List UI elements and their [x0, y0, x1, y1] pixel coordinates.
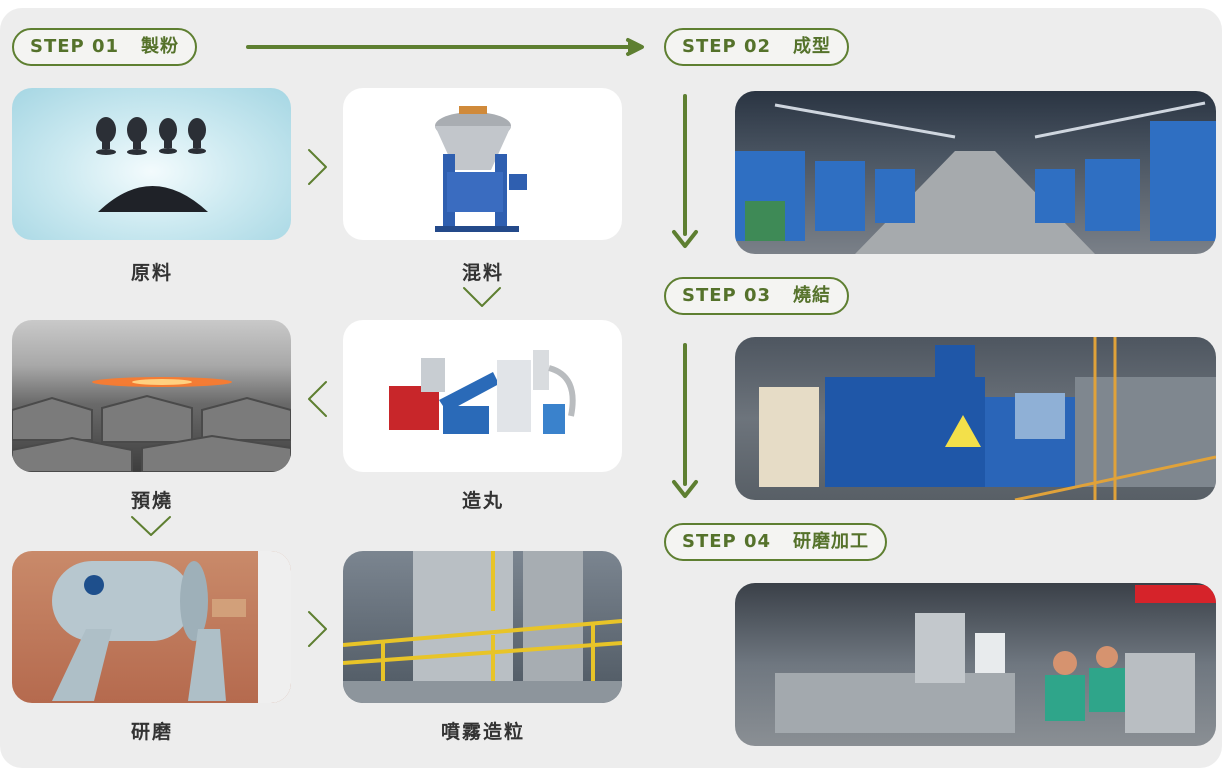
chevron-right-icon: [308, 611, 327, 647]
caption-mixing: 混料: [461, 262, 504, 284]
sintering-furnace-photo: [735, 337, 1216, 500]
caption-spray-granulation: 噴霧造粒: [440, 721, 525, 743]
caption-raw-material: 原料: [130, 262, 173, 284]
caption-pelletizing: 造丸: [461, 490, 504, 512]
caption-pre-burn: 預燒: [130, 490, 173, 512]
chevron-down-icon: [463, 287, 501, 307]
powder-samples-icon: [96, 117, 208, 212]
chevron-left-icon: [308, 381, 327, 417]
pre-burn-photo: [12, 320, 291, 472]
chevron-right-icon: [308, 149, 327, 185]
grinding-workshop-photo: [735, 583, 1216, 746]
caption-grinding: 研磨: [130, 721, 173, 743]
ball-mill-photo: [12, 551, 291, 703]
chevron-down-icon: [131, 516, 171, 536]
forming-factory-photo: [735, 91, 1216, 254]
mixing-machine-photo: [343, 88, 622, 240]
pelletizing-machine-photo: [343, 320, 622, 472]
spray-granulation-photo: [343, 551, 622, 703]
raw-material-photo: [12, 88, 291, 240]
